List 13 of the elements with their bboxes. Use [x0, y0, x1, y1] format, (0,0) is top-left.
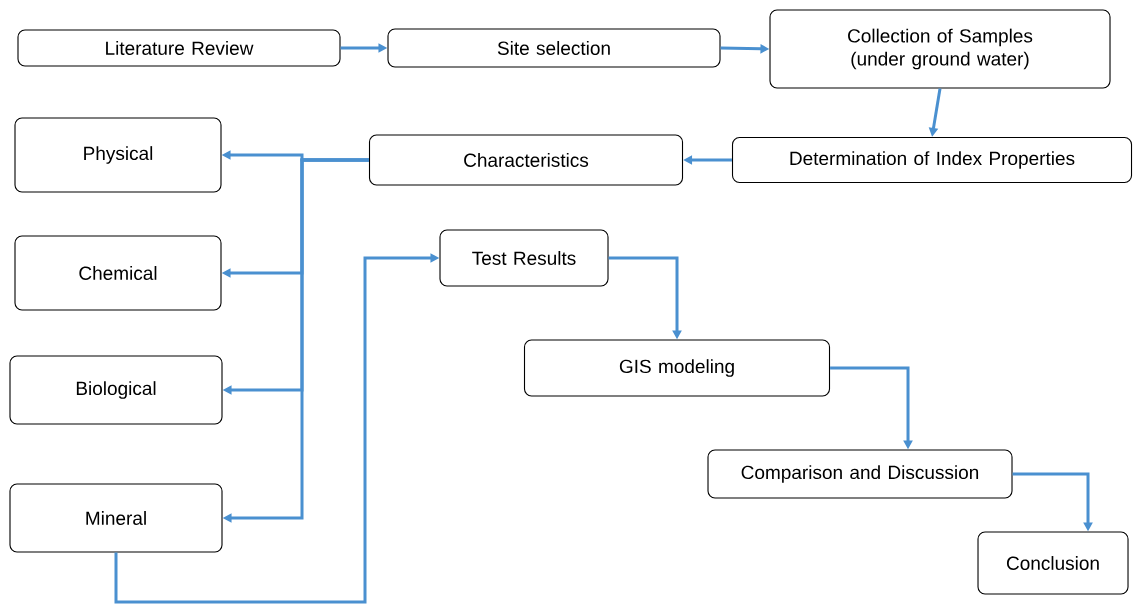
- process-box: Mineral: [9, 483, 223, 553]
- process-box: Comparison and Discussion: [707, 449, 1013, 499]
- process-box: GIS modeling: [523, 339, 831, 397]
- process-box: Literature Review: [17, 29, 341, 67]
- process-box: Test Results: [439, 229, 609, 287]
- process-box: Determination of Index Properties: [731, 136, 1133, 184]
- process-box: Site selection: [387, 28, 721, 68]
- process-box: Collection of Samples (under ground water): [769, 9, 1111, 89]
- process-box: Chemical: [14, 235, 222, 311]
- process-box: Characteristics: [368, 134, 684, 186]
- process-box: Biological: [9, 355, 223, 425]
- process-box: Conclusion: [977, 531, 1129, 595]
- process-box: Physical: [14, 117, 222, 193]
